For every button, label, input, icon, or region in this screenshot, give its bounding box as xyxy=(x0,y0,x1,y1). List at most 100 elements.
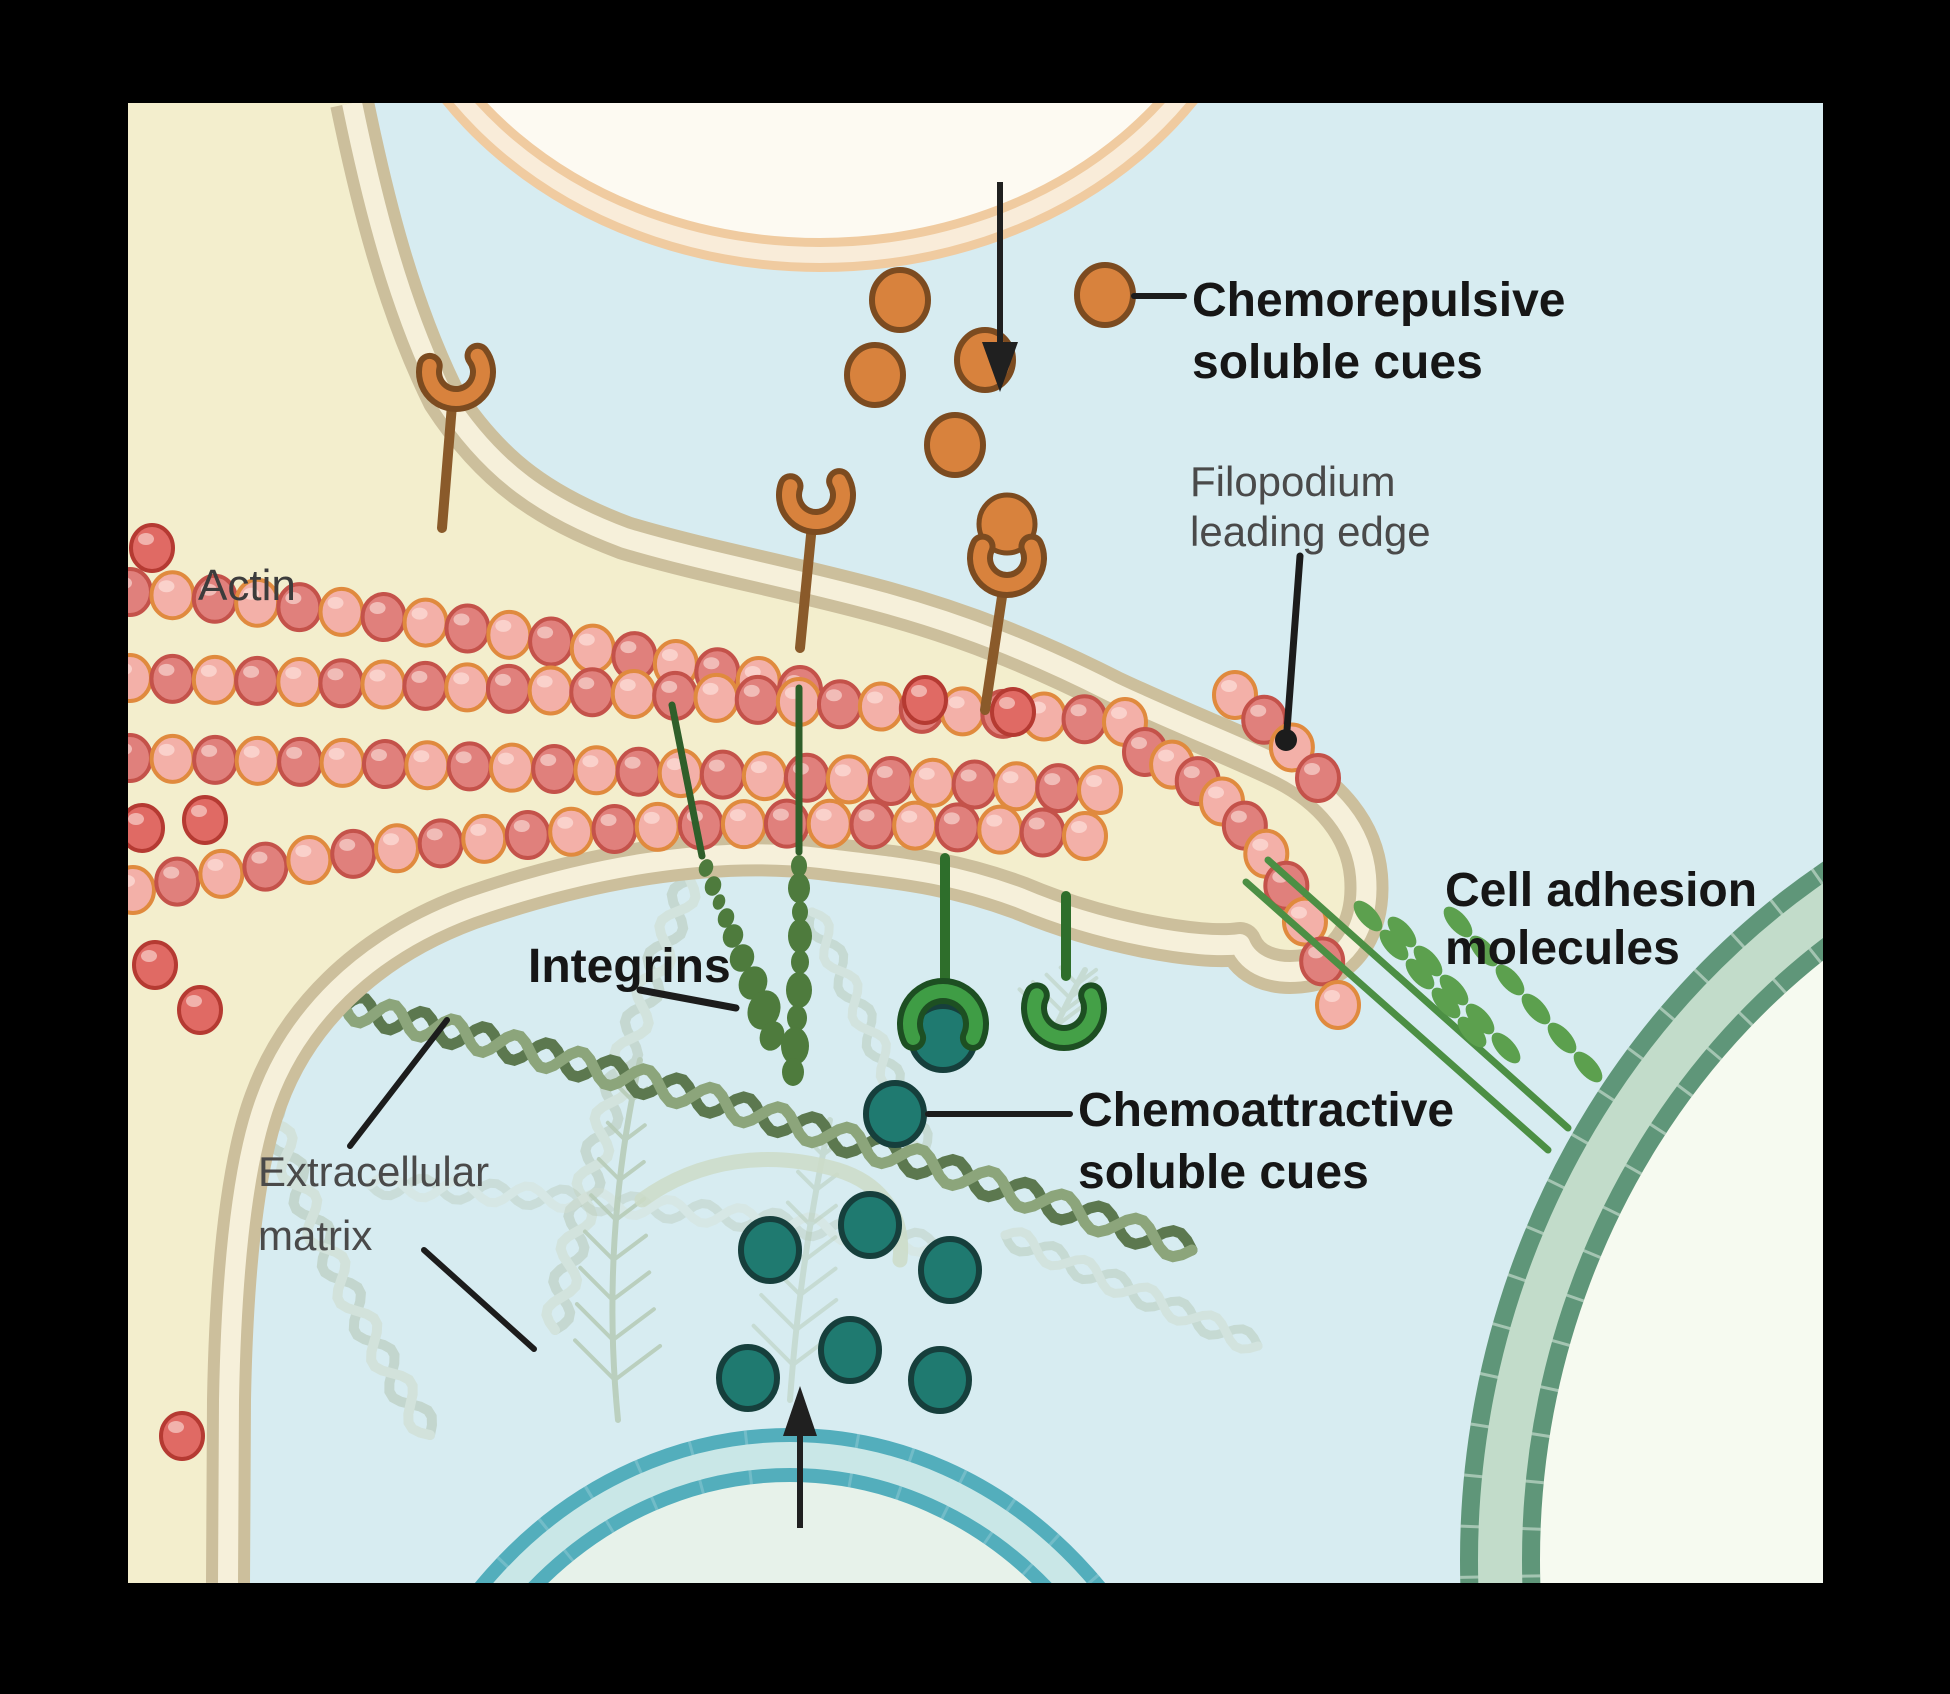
actin-bead xyxy=(154,856,201,907)
fern-branch xyxy=(759,1293,799,1332)
actin-bead xyxy=(615,746,662,797)
chemorepulsive-cue xyxy=(924,412,986,478)
actin-bead xyxy=(867,756,914,807)
actin-bead-highlight xyxy=(286,746,303,759)
actin-bead xyxy=(361,739,408,790)
actin-bead xyxy=(485,663,532,714)
ecm-branched-fiber xyxy=(573,1057,663,1423)
actin-bead xyxy=(1299,936,1346,987)
actin-bead xyxy=(1019,807,1066,858)
integrin-bead xyxy=(781,1027,809,1065)
actin-bead-highlight xyxy=(201,744,218,757)
integrins-label: Integrins xyxy=(528,940,731,993)
cam-capsule xyxy=(1443,906,1473,938)
actin-bead xyxy=(902,675,948,725)
actin-bead xyxy=(182,795,228,845)
actin-bead-highlight xyxy=(1131,737,1147,749)
actin-bead xyxy=(234,577,281,628)
actin-bead-body xyxy=(488,742,535,793)
integrin-bead xyxy=(704,876,722,896)
cell-adhesion-label-line1: Cell adhesion xyxy=(1445,864,1757,917)
actin-bead-body xyxy=(734,674,781,725)
actin-bead xyxy=(461,813,508,864)
actin-bead xyxy=(128,865,156,915)
actin-bead-highlight xyxy=(168,1421,184,1433)
fern-branch xyxy=(617,1160,646,1182)
actin-bead-highlight xyxy=(1250,704,1267,717)
actin-bead-highlight xyxy=(1070,704,1087,717)
actin-bead-body xyxy=(909,757,956,808)
actin-bead-highlight xyxy=(624,756,641,769)
actin-bead-highlight xyxy=(1086,775,1102,787)
actin-bead-highlight xyxy=(661,680,678,693)
actin-bead-body xyxy=(132,940,178,990)
actin-bead xyxy=(330,828,377,879)
actin-bead-highlight xyxy=(536,675,553,688)
actin-bead-highlight xyxy=(200,583,217,596)
actin-filament-row xyxy=(1122,727,1361,1030)
actin-bead-body xyxy=(154,856,201,907)
actin-bead-body xyxy=(527,665,574,716)
actin-bead-highlight xyxy=(1252,838,1269,851)
integrin-bead xyxy=(788,873,810,903)
actin-bead-body xyxy=(461,813,508,864)
actin-bead-body xyxy=(610,669,657,719)
integrin-chain xyxy=(781,684,812,1086)
actin-bead-highlight xyxy=(866,691,883,704)
actin-bead-body xyxy=(1315,980,1361,1030)
actin-bead-highlight xyxy=(619,679,636,691)
actin-bead-body xyxy=(402,660,449,711)
actin-bead-highlight xyxy=(243,665,260,678)
actin-bead xyxy=(319,737,366,788)
chemoattractive-receptor-bound xyxy=(897,853,989,1073)
integrin-bead xyxy=(782,1058,804,1086)
actin-bead-highlight xyxy=(858,809,875,822)
actin-bead-highlight xyxy=(413,750,430,763)
actin-bead xyxy=(318,658,365,709)
fern-branch xyxy=(611,1233,648,1262)
cam-capsule xyxy=(1469,935,1499,967)
actin-bead xyxy=(569,667,616,718)
actin-bead xyxy=(191,573,238,624)
up-arrow-head xyxy=(783,1386,817,1436)
actin-bead-body xyxy=(634,801,681,852)
filopodium-label-line1: Filopodium xyxy=(1190,458,1395,505)
actin-bead xyxy=(242,841,289,892)
actin-bead-highlight xyxy=(328,747,345,760)
actin-bead xyxy=(128,803,165,853)
actin-label: Actin xyxy=(198,561,296,610)
actin-bead-highlight xyxy=(285,592,302,605)
actin-bead-highlight xyxy=(494,673,511,686)
fern-stem xyxy=(609,1057,643,1423)
ecm-pointer-line-2 xyxy=(421,1247,537,1352)
cam-capsule xyxy=(1491,1032,1521,1064)
actin-bead-highlight xyxy=(1028,817,1045,830)
cam-capsule xyxy=(1353,900,1383,932)
actin-bead xyxy=(634,801,681,852)
actin-bead-body xyxy=(977,804,1024,855)
actin-bead-body xyxy=(548,806,595,857)
actin-bead-highlight xyxy=(1111,707,1127,719)
receptor-stalk xyxy=(437,400,457,533)
filopodium-label-line2: leading edge xyxy=(1190,508,1431,555)
actin-bead xyxy=(573,745,620,796)
actin-bead xyxy=(1077,765,1123,815)
actin-bead-body xyxy=(1062,811,1108,861)
actin-bead-highlight xyxy=(578,677,595,690)
actin-bead-highlight xyxy=(141,950,157,962)
actin-bead-highlight xyxy=(1158,749,1175,762)
chemoattractive-cue xyxy=(838,1191,902,1259)
actin-bead-body xyxy=(741,751,788,802)
actin-bead-highlight xyxy=(986,814,1003,827)
actin-bead xyxy=(857,681,904,732)
actin-bead-body xyxy=(990,687,1036,737)
actin-bead-body xyxy=(361,739,408,790)
cam-capsule-chain xyxy=(1387,916,1521,1064)
actin-bead-body xyxy=(374,823,420,874)
actin-bead xyxy=(1061,694,1108,745)
actin-bead-highlight xyxy=(620,641,637,654)
actin-bead xyxy=(191,654,238,705)
actin-bead-body xyxy=(849,799,896,850)
chemorepulsive-gradient-arrow xyxy=(982,182,1018,392)
integrin-bead xyxy=(791,855,807,877)
